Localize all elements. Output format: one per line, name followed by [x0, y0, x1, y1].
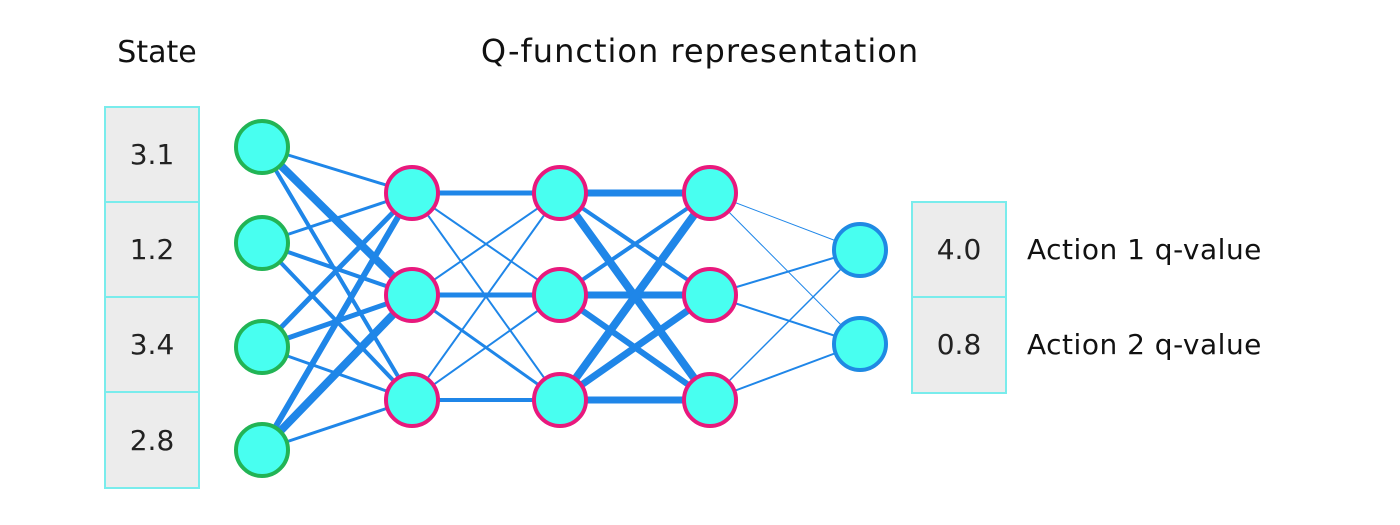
input-node [234, 215, 290, 271]
state-value: 1.2 [130, 233, 175, 266]
input-node [234, 422, 290, 478]
hidden-node [532, 165, 588, 221]
hidden-node [682, 372, 738, 428]
state-cell [104, 106, 200, 203]
edge [709, 249, 861, 401]
diagram-title: Q-function representation [481, 32, 919, 70]
edge [259, 190, 415, 453]
state-cell [104, 391, 200, 489]
hidden-node [682, 165, 738, 221]
hidden-node [532, 267, 588, 323]
edge [411, 294, 561, 401]
input-node [234, 319, 290, 375]
output-vector: 4.0 0.8 [911, 201, 1007, 394]
output-value: 4.0 [937, 233, 982, 266]
hidden-node [384, 165, 440, 221]
edge [259, 190, 415, 350]
edge [258, 291, 416, 454]
edge [558, 191, 712, 297]
state-cell [104, 296, 200, 393]
state-title: State [117, 35, 196, 70]
state-cell [104, 201, 200, 298]
edge [709, 192, 861, 345]
state-value: 3.4 [130, 328, 175, 361]
hidden-node [384, 372, 440, 428]
edge [411, 192, 561, 401]
network-nodes [234, 119, 888, 478]
output-node [832, 222, 888, 278]
action-2-label: Action 2 q-value [1027, 328, 1262, 361]
edge [556, 291, 714, 404]
edge [258, 143, 416, 299]
edge [556, 189, 714, 404]
hidden-node [384, 267, 440, 323]
hidden-node [682, 267, 738, 323]
output-node [832, 316, 888, 372]
input-node [234, 119, 290, 175]
state-vector: 3.1 1.2 3.4 2.8 [104, 106, 200, 489]
hidden-node [532, 372, 588, 428]
output-cell [911, 296, 1007, 394]
edge [411, 192, 561, 296]
action-1-label: Action 1 q-value [1027, 233, 1262, 266]
state-value: 3.1 [130, 138, 175, 171]
state-value: 2.8 [130, 424, 175, 457]
output-value: 0.8 [937, 328, 982, 361]
